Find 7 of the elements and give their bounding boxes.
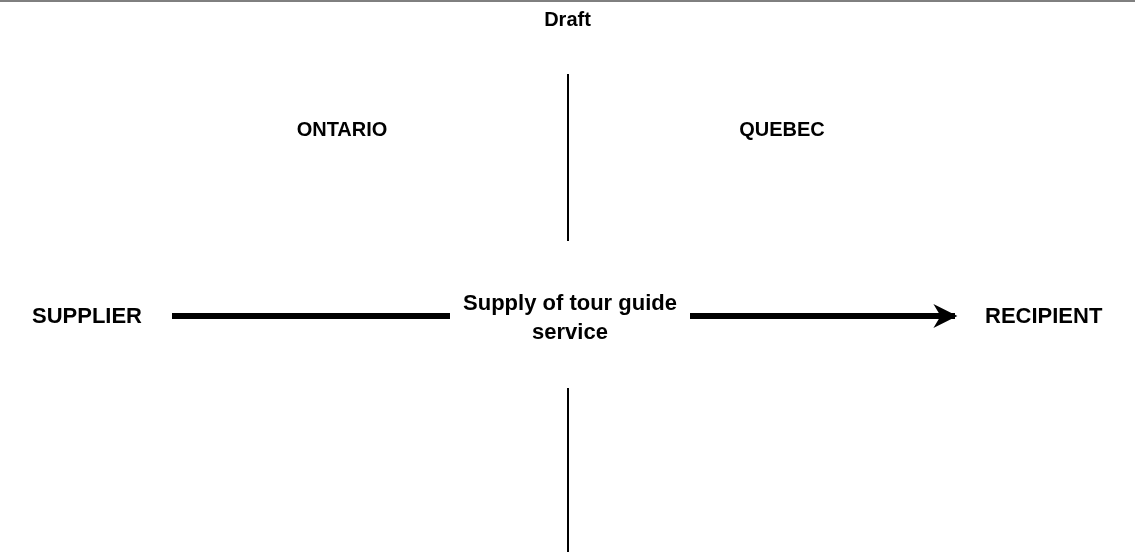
region-label: ONTARIO (296, 118, 388, 141)
title: Draft (544, 8, 591, 30)
node-label: RECIPIENT (985, 301, 1103, 330)
arrow (690, 304, 958, 328)
node-label: SUPPLIER (31, 301, 142, 330)
node-label: Supply of tour guide service (462, 289, 678, 346)
region-label: QUEBEC (739, 118, 825, 141)
